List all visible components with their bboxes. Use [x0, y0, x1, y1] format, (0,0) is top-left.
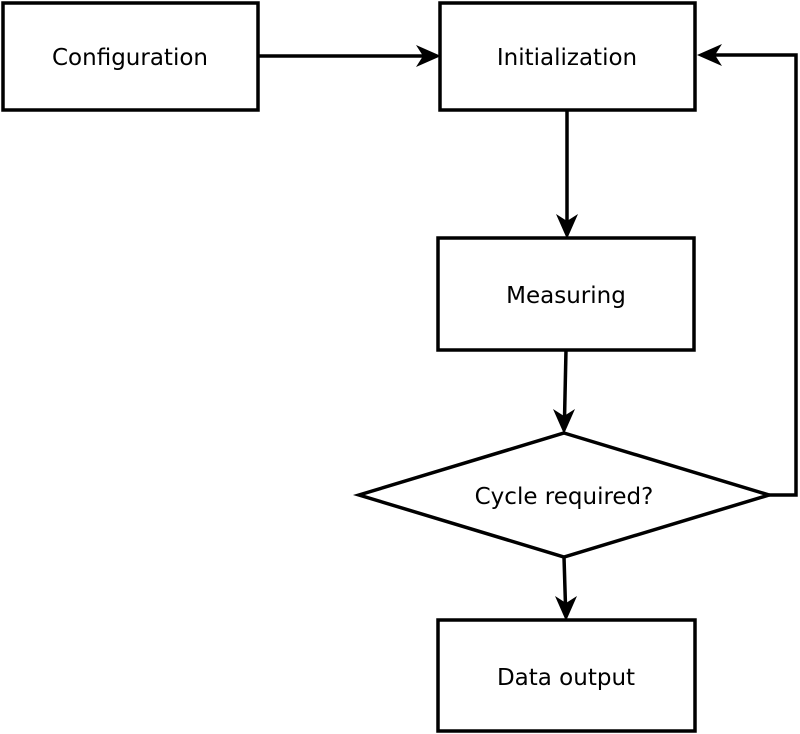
edge-cycle-required-to-data-output [562, 556, 568, 607]
node-cycle-required-decision [352, 431, 776, 559]
arrowhead-down-icon [556, 214, 578, 239]
node-measuring-label: Measuring [506, 283, 626, 309]
arrowhead-down-icon [553, 409, 575, 434]
node-measuring [436, 236, 696, 352]
edge-measuring-to-cycle-required [562, 349, 568, 420]
node-initialization-label: Initialization [497, 45, 637, 71]
node-initialization [438, 1, 697, 112]
edge-cycle-required-to-initialization-feedback [714, 53, 798, 497]
node-data-output [436, 618, 697, 733]
arrowhead-down-icon [555, 596, 577, 621]
node-layer [1, 1, 776, 733]
node-data-output-label: Data output [497, 665, 635, 691]
node-cycle-required-label: Cycle required? [475, 484, 654, 510]
edge-layer [258, 44, 798, 621]
arrowhead-left-icon [697, 44, 722, 66]
node-configuration-label: Configuration [52, 45, 208, 71]
arrowhead-right-icon [416, 45, 441, 67]
label-layer: Configuration Initialization Measuring C… [52, 45, 653, 691]
node-configuration [1, 1, 260, 112]
